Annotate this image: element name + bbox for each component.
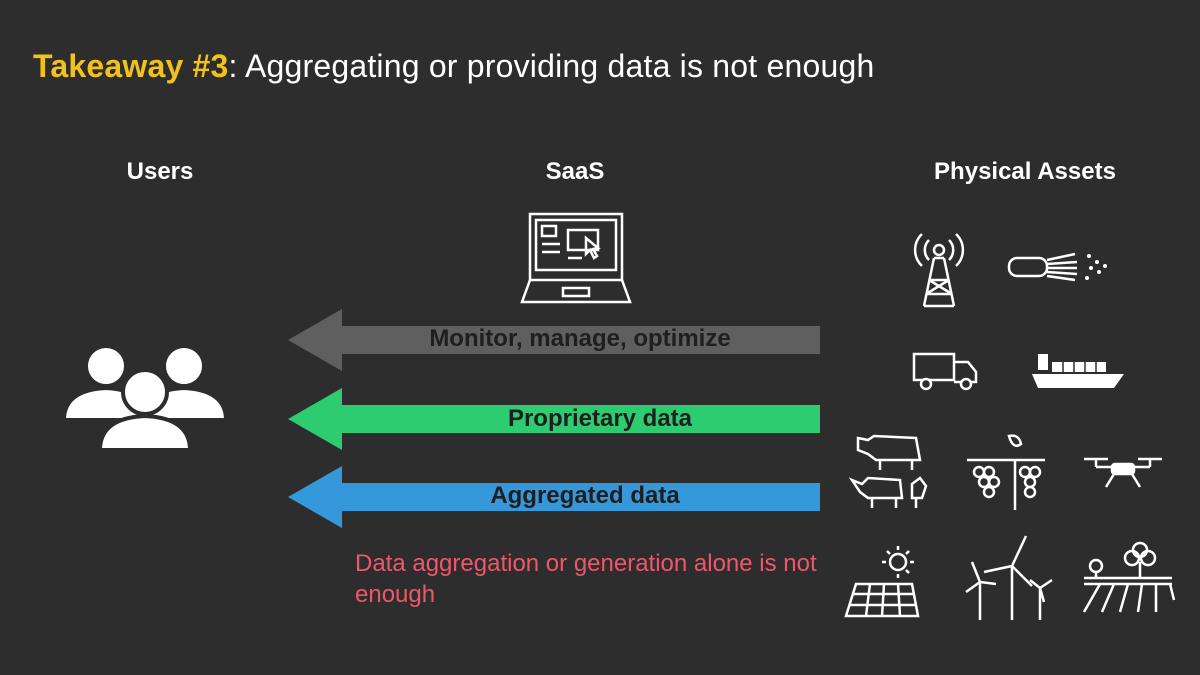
vineyard-icon	[967, 434, 1045, 510]
wind-turbine-icon	[965, 535, 1053, 620]
drone-icon	[1084, 457, 1162, 488]
arrow-monitor-label: Monitor, manage, optimize	[429, 325, 731, 352]
title-accent: Takeaway #3	[33, 48, 229, 84]
arrow-proprietary-label: Proprietary data	[507, 405, 693, 432]
arrow-aggregated-label: Aggregated data	[490, 482, 680, 509]
truck-icon	[912, 352, 978, 391]
page-title: Takeaway #3: Aggregating or providing da…	[33, 48, 874, 85]
cargo-ship-icon	[1032, 354, 1124, 388]
arrow-aggregated	[288, 466, 820, 528]
farm-field-icon	[1082, 541, 1176, 613]
title-rest: : Aggregating or providing data is not e…	[228, 48, 875, 84]
cell-tower-icon	[913, 233, 965, 308]
laptop-icon	[520, 212, 632, 304]
arrow-monitor-shape	[288, 309, 820, 371]
arrow-monitor	[288, 309, 820, 371]
physical-assets-heading: Physical Assets	[934, 158, 1116, 185]
solar-panel-icon	[844, 546, 920, 618]
warning-note: Data aggregation or generation alone is …	[355, 550, 817, 608]
saas-heading: SaaS	[545, 158, 605, 185]
arrow-aggregated-shape	[288, 466, 820, 528]
livestock-icon	[848, 434, 928, 508]
arrow-proprietary-shape	[288, 388, 820, 450]
users-heading: Users	[126, 158, 194, 185]
users-icon	[61, 344, 229, 452]
arrow-proprietary	[288, 388, 820, 450]
fiber-cable-icon	[1007, 252, 1107, 282]
